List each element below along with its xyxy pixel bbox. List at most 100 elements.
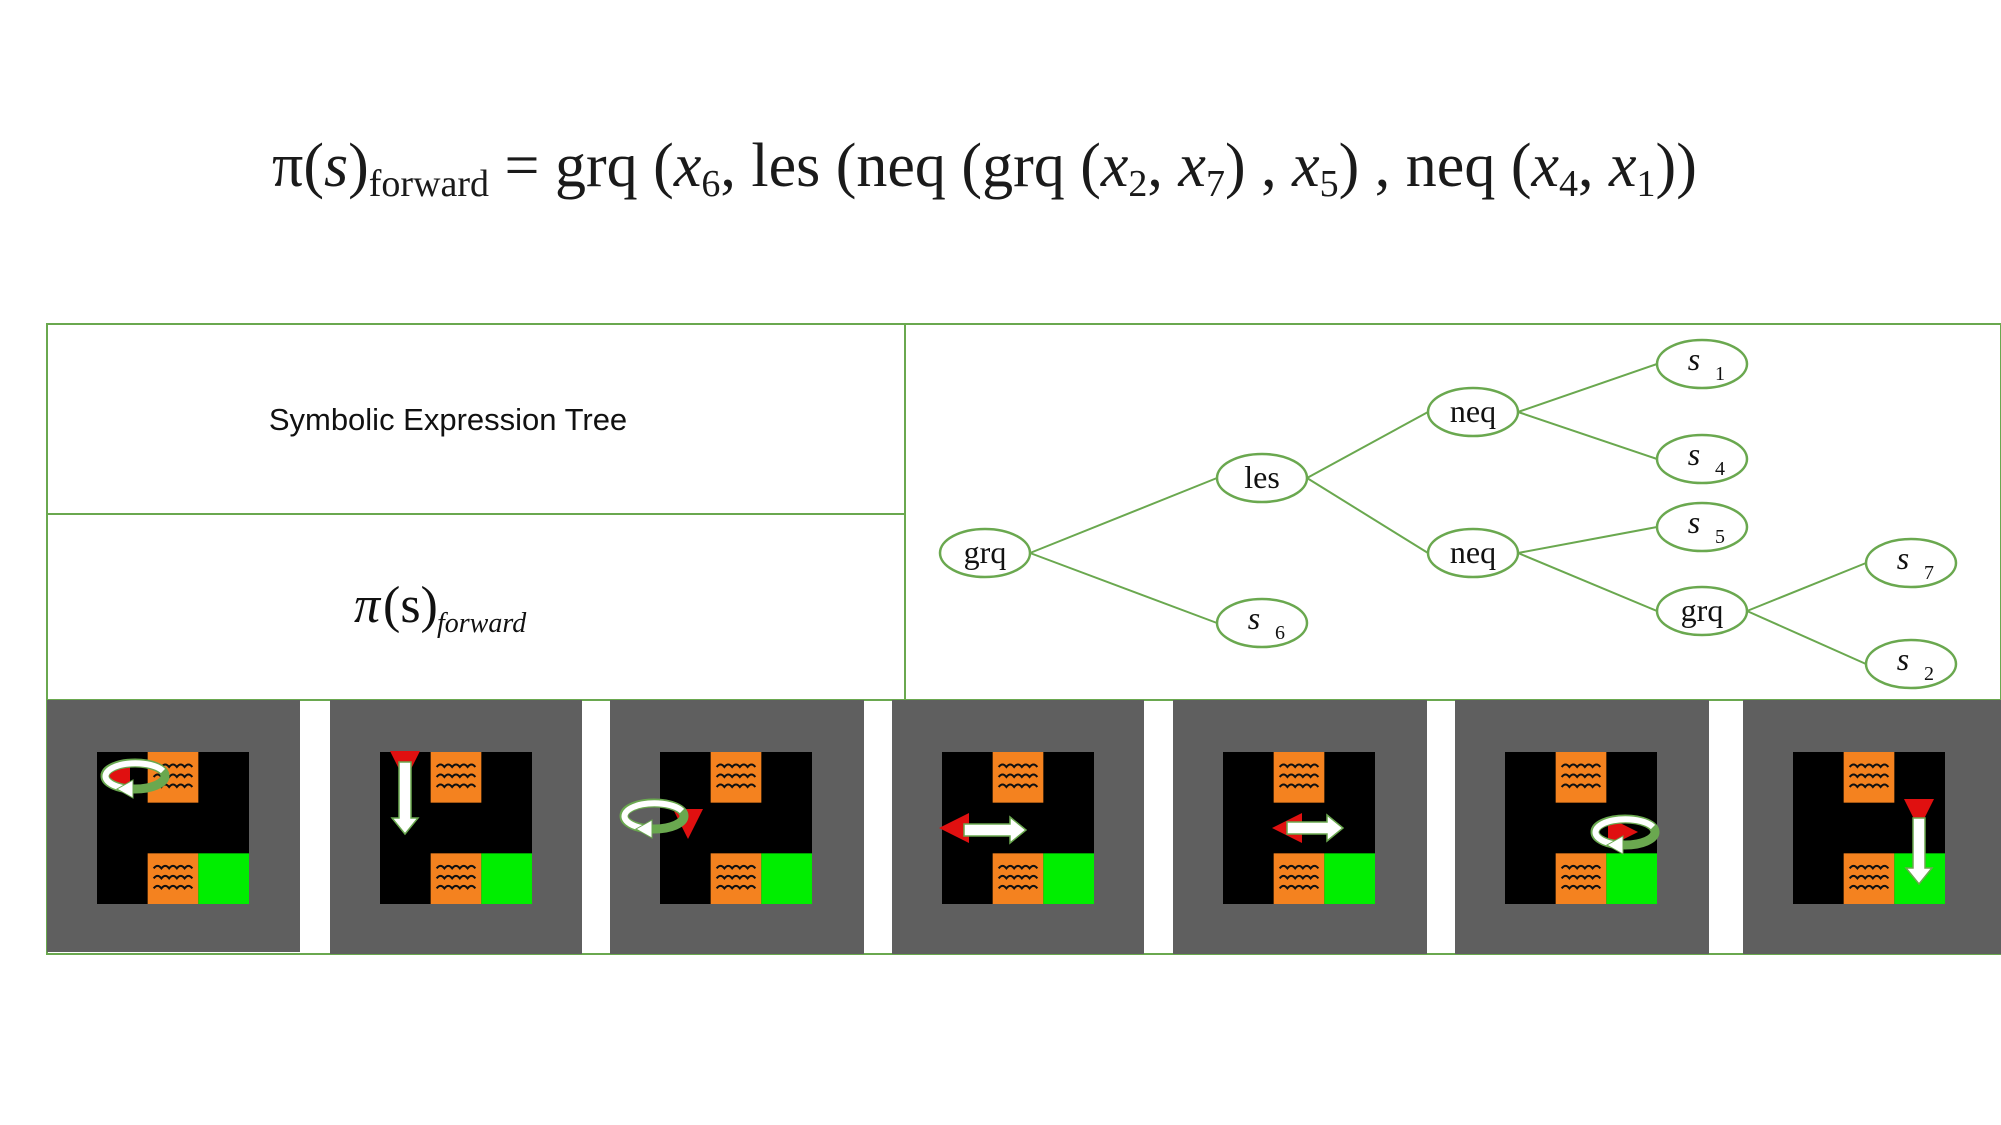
tree-node-ellipse [1655, 338, 1749, 390]
env-frame-1 [47, 700, 300, 952]
agent-marker [1608, 817, 1638, 847]
tree-edge-grq-inner-s2 [1746, 610, 1867, 665]
move-right-arrow-icon [963, 815, 1028, 845]
frame-gap [1709, 701, 1743, 953]
formula-state: s [324, 132, 348, 200]
lava-tile [1843, 853, 1895, 904]
tree-node-index: 4 [1715, 458, 1725, 480]
formula-variable: x [673, 132, 702, 200]
lava-tile [147, 752, 199, 803]
lava-wave [997, 773, 1039, 779]
tree-node-label: s [1688, 341, 1700, 377]
formula-token: ) , [1339, 132, 1406, 200]
lava-wave [1278, 874, 1320, 880]
lava-wave [715, 864, 757, 870]
formula-token: ( [1495, 132, 1531, 200]
lava-tile [147, 853, 199, 904]
tree-node-ellipse [1426, 527, 1520, 579]
formula-token: )) [1656, 132, 1697, 200]
formula-token: neq [856, 132, 946, 200]
lava-tile [710, 752, 762, 803]
formula-text: π(s)forward = grq (x6, les (neq (grq (x2… [272, 132, 1697, 205]
formula-token: ) , [1225, 132, 1292, 200]
goal-tile [198, 853, 249, 904]
policy-formula: π(s)forward = grq (x6, les (neq (grq (x2… [272, 132, 1697, 205]
goal-tile [761, 853, 812, 904]
tree-node-index: 1 [1715, 363, 1725, 385]
tree-edges [1029, 363, 1867, 665]
formula-lhs-sub: forward [369, 163, 489, 205]
tree-node-ellipse [938, 527, 1032, 579]
lava-wave [715, 773, 757, 779]
tree-node-index: 6 [1275, 622, 1285, 644]
tree-node-label: s [1248, 600, 1260, 636]
lava-tile [1843, 752, 1895, 803]
env-frame-5 [1173, 700, 1427, 954]
goal-tile [1043, 853, 1094, 904]
lava-tile [1273, 752, 1325, 803]
lava-wave [435, 864, 477, 870]
tree-edge-neq-bottom-grq-inner [1517, 552, 1658, 612]
agent-marker [939, 813, 969, 843]
lava-wave [1560, 763, 1602, 769]
lava-wave [715, 884, 757, 890]
formula-variable: x [1100, 132, 1129, 200]
lava-wave [1278, 884, 1320, 890]
move-down-arrow-icon [1904, 817, 1934, 886]
lava-wave [435, 874, 477, 880]
move-right-arrow-icon [1286, 813, 1345, 843]
tree-edge-les-neq-bottom [1306, 477, 1429, 554]
formula-token: neq [1406, 132, 1496, 200]
tree-node-ellipse [1655, 585, 1749, 637]
formula-index: 7 [1206, 163, 1225, 205]
move-down-arrow-icon [390, 761, 420, 836]
tree-node-ellipse [1426, 386, 1520, 438]
tree-node-ellipse [1215, 597, 1309, 649]
lava-wave [715, 783, 757, 789]
tree-node-index: 5 [1715, 526, 1725, 548]
turn-left-arrow-icon [102, 760, 166, 792]
turn-arrow-head [1605, 835, 1624, 855]
env-frame-4 [892, 700, 1144, 954]
frame-gap [864, 701, 892, 953]
tree-edge-les-neq-top [1306, 411, 1429, 479]
agent-marker [1904, 799, 1934, 829]
tree-node-ellipse [1215, 452, 1309, 504]
env-frame-7 [1743, 700, 2001, 954]
tree-edge-neq-bottom-s5 [1517, 526, 1658, 554]
lava-tile [1555, 853, 1607, 904]
tree-node-label: s [1897, 540, 1909, 576]
lava-tile [1273, 853, 1325, 904]
frame-gap [300, 701, 330, 953]
tree-node-ellipse [1655, 501, 1749, 553]
tree-edge-grq-inner-s7 [1746, 562, 1867, 612]
lava-wave [997, 864, 1039, 870]
env-frame-3 [610, 700, 864, 954]
lava-wave [1848, 884, 1890, 890]
policy-arg: (s) [383, 577, 438, 634]
lava-wave [152, 884, 194, 890]
frame-gap [582, 701, 610, 953]
tree-node-ellipse [1655, 433, 1749, 485]
lava-wave [1278, 763, 1320, 769]
policy-pi: π [354, 577, 382, 634]
lava-tile [710, 853, 762, 904]
lava-wave [997, 783, 1039, 789]
formula-token: , [1147, 132, 1178, 200]
lava-wave [997, 884, 1039, 890]
formula-index: 6 [701, 163, 720, 205]
lava-wave [1848, 864, 1890, 870]
formula-token: , [720, 132, 751, 200]
lava-tile [430, 752, 482, 803]
formula-token: ( [946, 132, 982, 200]
policy-label: π (s) forward [354, 577, 527, 639]
tree-node-label: grq [1681, 592, 1724, 628]
formula-index: 1 [1637, 163, 1656, 205]
lava-wave [1560, 884, 1602, 890]
tree-node-label: neq [1450, 534, 1496, 570]
tree-label: Symbolic Expression Tree [269, 402, 627, 437]
